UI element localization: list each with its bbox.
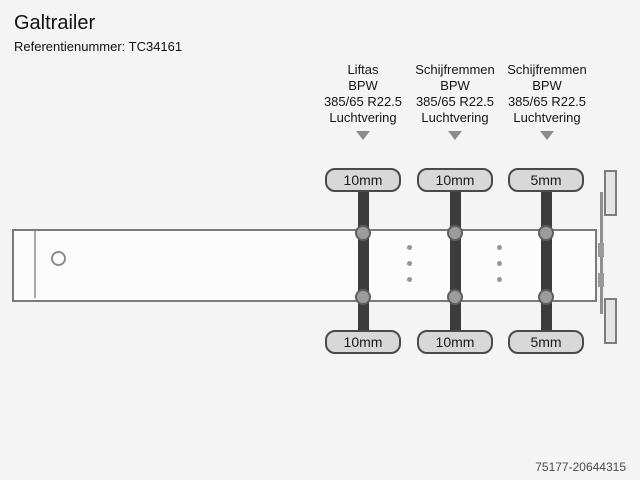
axle-type-label: Schijfremmen [415,62,495,77]
axle-type-label: Schijfremmen [507,62,587,77]
listing-id: 75177-20644315 [535,460,626,474]
kingpin-circle [51,251,66,266]
axle-brand-label: BPW [348,78,378,93]
tire-size-label: 385/65 R22.5 [507,94,587,109]
axle-brand-label: BPW [532,78,562,93]
axle-spec-column-3: Schijfremmen BPW 385/65 R22.5 Luchtverin… [499,62,595,140]
axle-bar [358,178,369,344]
front-crossmember-line [34,231,36,298]
axle-brand-label: BPW [440,78,470,93]
suspension-label: Luchtvering [421,110,489,125]
rear-bumper-block-bottom [604,298,617,344]
chassis-frame [12,229,597,302]
axle-hub-top [447,225,463,241]
axle-bar [541,178,552,344]
rear-bumper-block-top [604,170,617,216]
tire-tread-label-bottom: 10mm [325,330,401,354]
tire-size-label: 385/65 R22.5 [323,94,403,109]
rivet-dot [407,245,412,250]
rear-hinge-bottom [598,273,604,287]
tire-tread-label-bottom: 5mm [508,330,584,354]
tire-size-label: 385/65 R22.5 [415,94,495,109]
tire-tread-label-top: 10mm [325,168,401,192]
axle-spec-column-2: Schijfremmen BPW 385/65 R22.5 Luchtverin… [407,62,503,140]
arrow-down-icon [356,131,370,140]
tire-tread-label-top: 10mm [417,168,493,192]
axle-hub-top [538,225,554,241]
rivet-dot [497,261,502,266]
axle-type-label: Liftas [347,62,379,77]
axle-hub-bottom [538,289,554,305]
axle-bar [450,178,461,344]
rivet-dot [407,261,412,266]
rivet-dot [407,277,412,282]
tire-tread-label-top: 5mm [508,168,584,192]
axle-hub-bottom [355,289,371,305]
tire-tread-label-bottom: 10mm [417,330,493,354]
suspension-label: Luchtvering [329,110,397,125]
page-title: Galtrailer [14,12,96,34]
arrow-down-icon [540,131,554,140]
arrow-down-icon [448,131,462,140]
rear-hinge-top [598,243,604,257]
axle-hub-top [355,225,371,241]
suspension-label: Luchtvering [513,110,581,125]
axle-spec-column-1: Liftas BPW 385/65 R22.5 Luchtvering [315,62,411,140]
axle-hub-bottom [447,289,463,305]
reference-number: Referentienummer: TC34161 [14,39,183,54]
rivet-dot [497,277,502,282]
rivet-dot [497,245,502,250]
